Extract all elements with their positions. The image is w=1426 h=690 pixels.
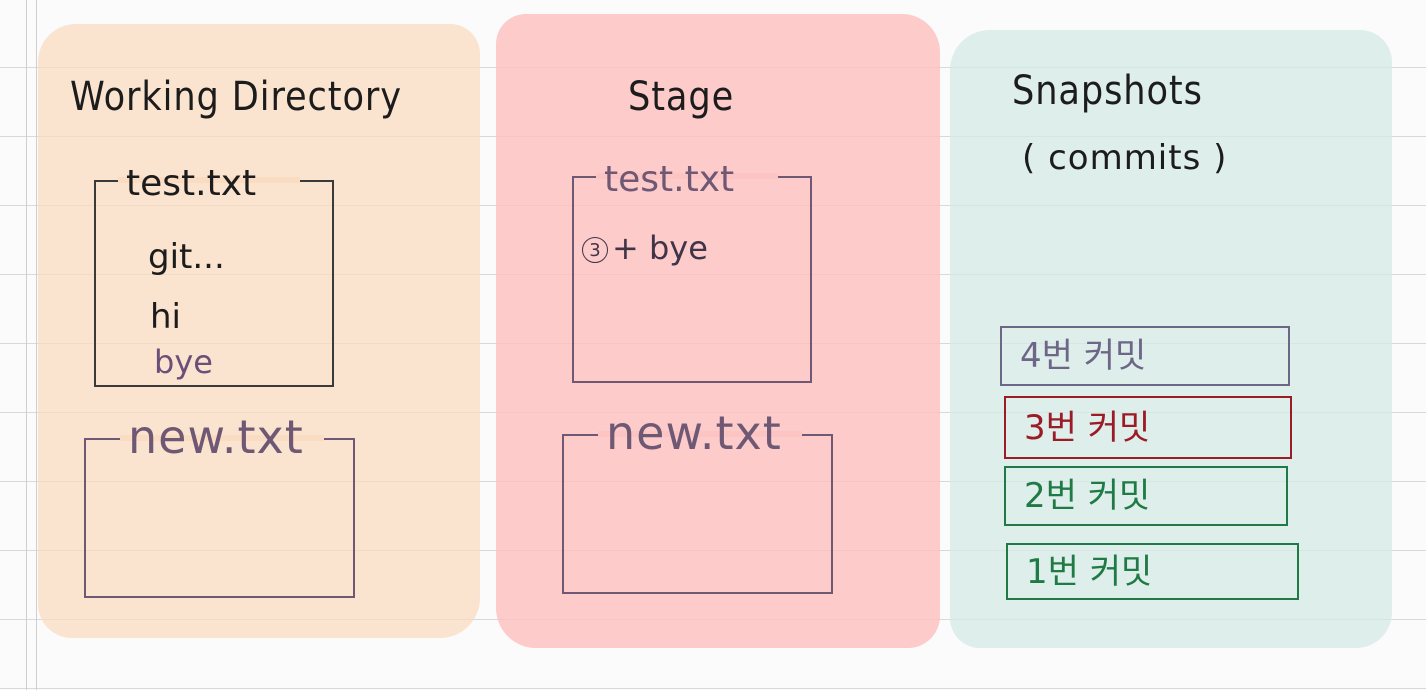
working-new-file-label-gap (120, 435, 324, 441)
stage-test-change-line: 3+ bye (582, 232, 708, 264)
stage-panel (496, 14, 940, 648)
stage-test-file-box (572, 176, 812, 383)
stage-test-change-text: + bye (612, 229, 708, 267)
working-test-line-1: git... (148, 237, 225, 277)
commit-1-label: 1번 커밋 (1026, 551, 1153, 592)
working-test-file-label-gap (118, 177, 300, 183)
working-directory-panel (38, 24, 480, 638)
stage-new-file-label-gap (598, 431, 802, 437)
working-test-file-name: test.txt (126, 163, 257, 204)
snapshots-subtitle: ( commits ) (1022, 138, 1228, 178)
working-new-file-name: new.txt (128, 410, 304, 464)
snapshots-title: Snapshots (1012, 68, 1203, 114)
stage-new-file-name: new.txt (606, 406, 782, 460)
commit-2-label: 2번 커밋 (1024, 476, 1151, 516)
working-test-file-box (94, 180, 334, 387)
commit-3-box: 3번 커밋 (1004, 396, 1292, 459)
snapshots-panel (950, 30, 1392, 648)
commit-2-box: 2번 커밋 (1004, 466, 1288, 526)
step-number-badge: 3 (582, 237, 608, 263)
commit-4-box: 4번 커밋 (1000, 326, 1290, 386)
working-test-line-3: bye (154, 343, 213, 381)
commit-1-box: 1번 커밋 (1006, 543, 1299, 600)
working-test-line-2: hi (150, 297, 181, 337)
stage-test-file-label-gap (596, 173, 778, 179)
commit-3-label: 3번 커밋 (1024, 407, 1151, 448)
stage-title: Stage (628, 74, 735, 120)
commit-4-label: 4번 커밋 (1020, 336, 1147, 376)
stage-test-file-name: test.txt (604, 159, 735, 200)
working-directory-title: Working Directory (70, 74, 402, 120)
notebook-margin-line (26, 0, 27, 690)
notebook-margin-line (36, 0, 37, 690)
